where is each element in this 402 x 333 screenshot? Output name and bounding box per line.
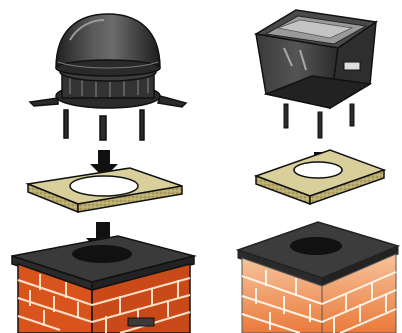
right-assembly: [238, 10, 398, 333]
brick-chimney-right: [238, 222, 398, 333]
insulating-gasket-right: [256, 150, 384, 204]
box-ventilator: [256, 10, 376, 138]
insulating-gasket: [28, 168, 182, 212]
mounting-legs-right: [284, 104, 354, 138]
brick-chimney: [12, 236, 194, 333]
left-assembly: [12, 14, 194, 333]
cleanout-door: [128, 318, 154, 326]
dome-ventilator: [30, 14, 186, 140]
latch-icon: [344, 62, 360, 70]
